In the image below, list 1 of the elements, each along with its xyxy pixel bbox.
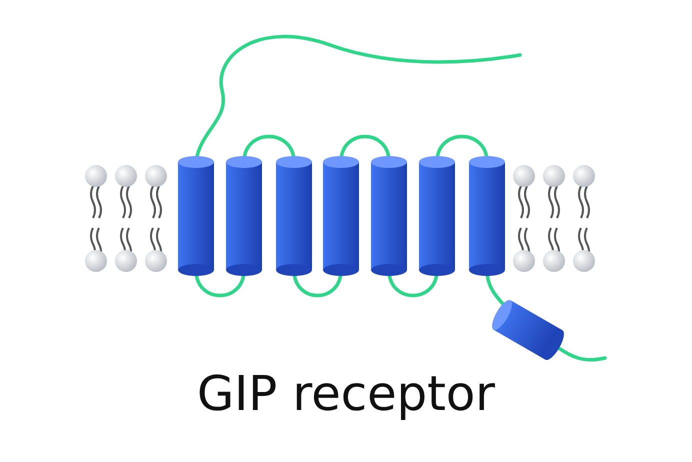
- diagram-title: GIP receptor: [196, 366, 496, 422]
